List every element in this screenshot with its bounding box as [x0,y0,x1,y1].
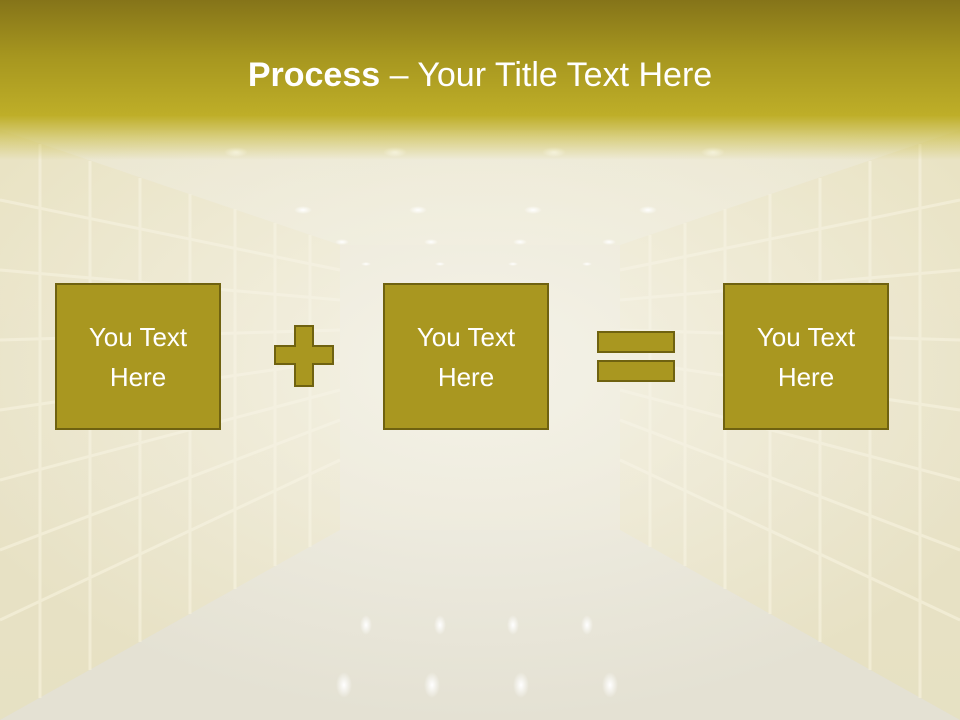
equals-icon [597,331,675,382]
slide-title: Process – Your Title Text Here [0,50,960,100]
process-box-3-text: You Text Here [756,321,856,392]
process-box-2: You Text Here [383,283,549,430]
title-regular-part: – Your Title Text Here [380,56,713,94]
title-bold-part: Process [247,56,381,94]
process-box-1: You Text Here [55,283,221,430]
process-box-2-text: You Text Here [416,321,516,392]
title-band [0,0,960,160]
plus-icon [274,325,334,387]
process-box-1-text: You Text Here [88,321,188,392]
process-box-3: You Text Here [723,283,889,430]
